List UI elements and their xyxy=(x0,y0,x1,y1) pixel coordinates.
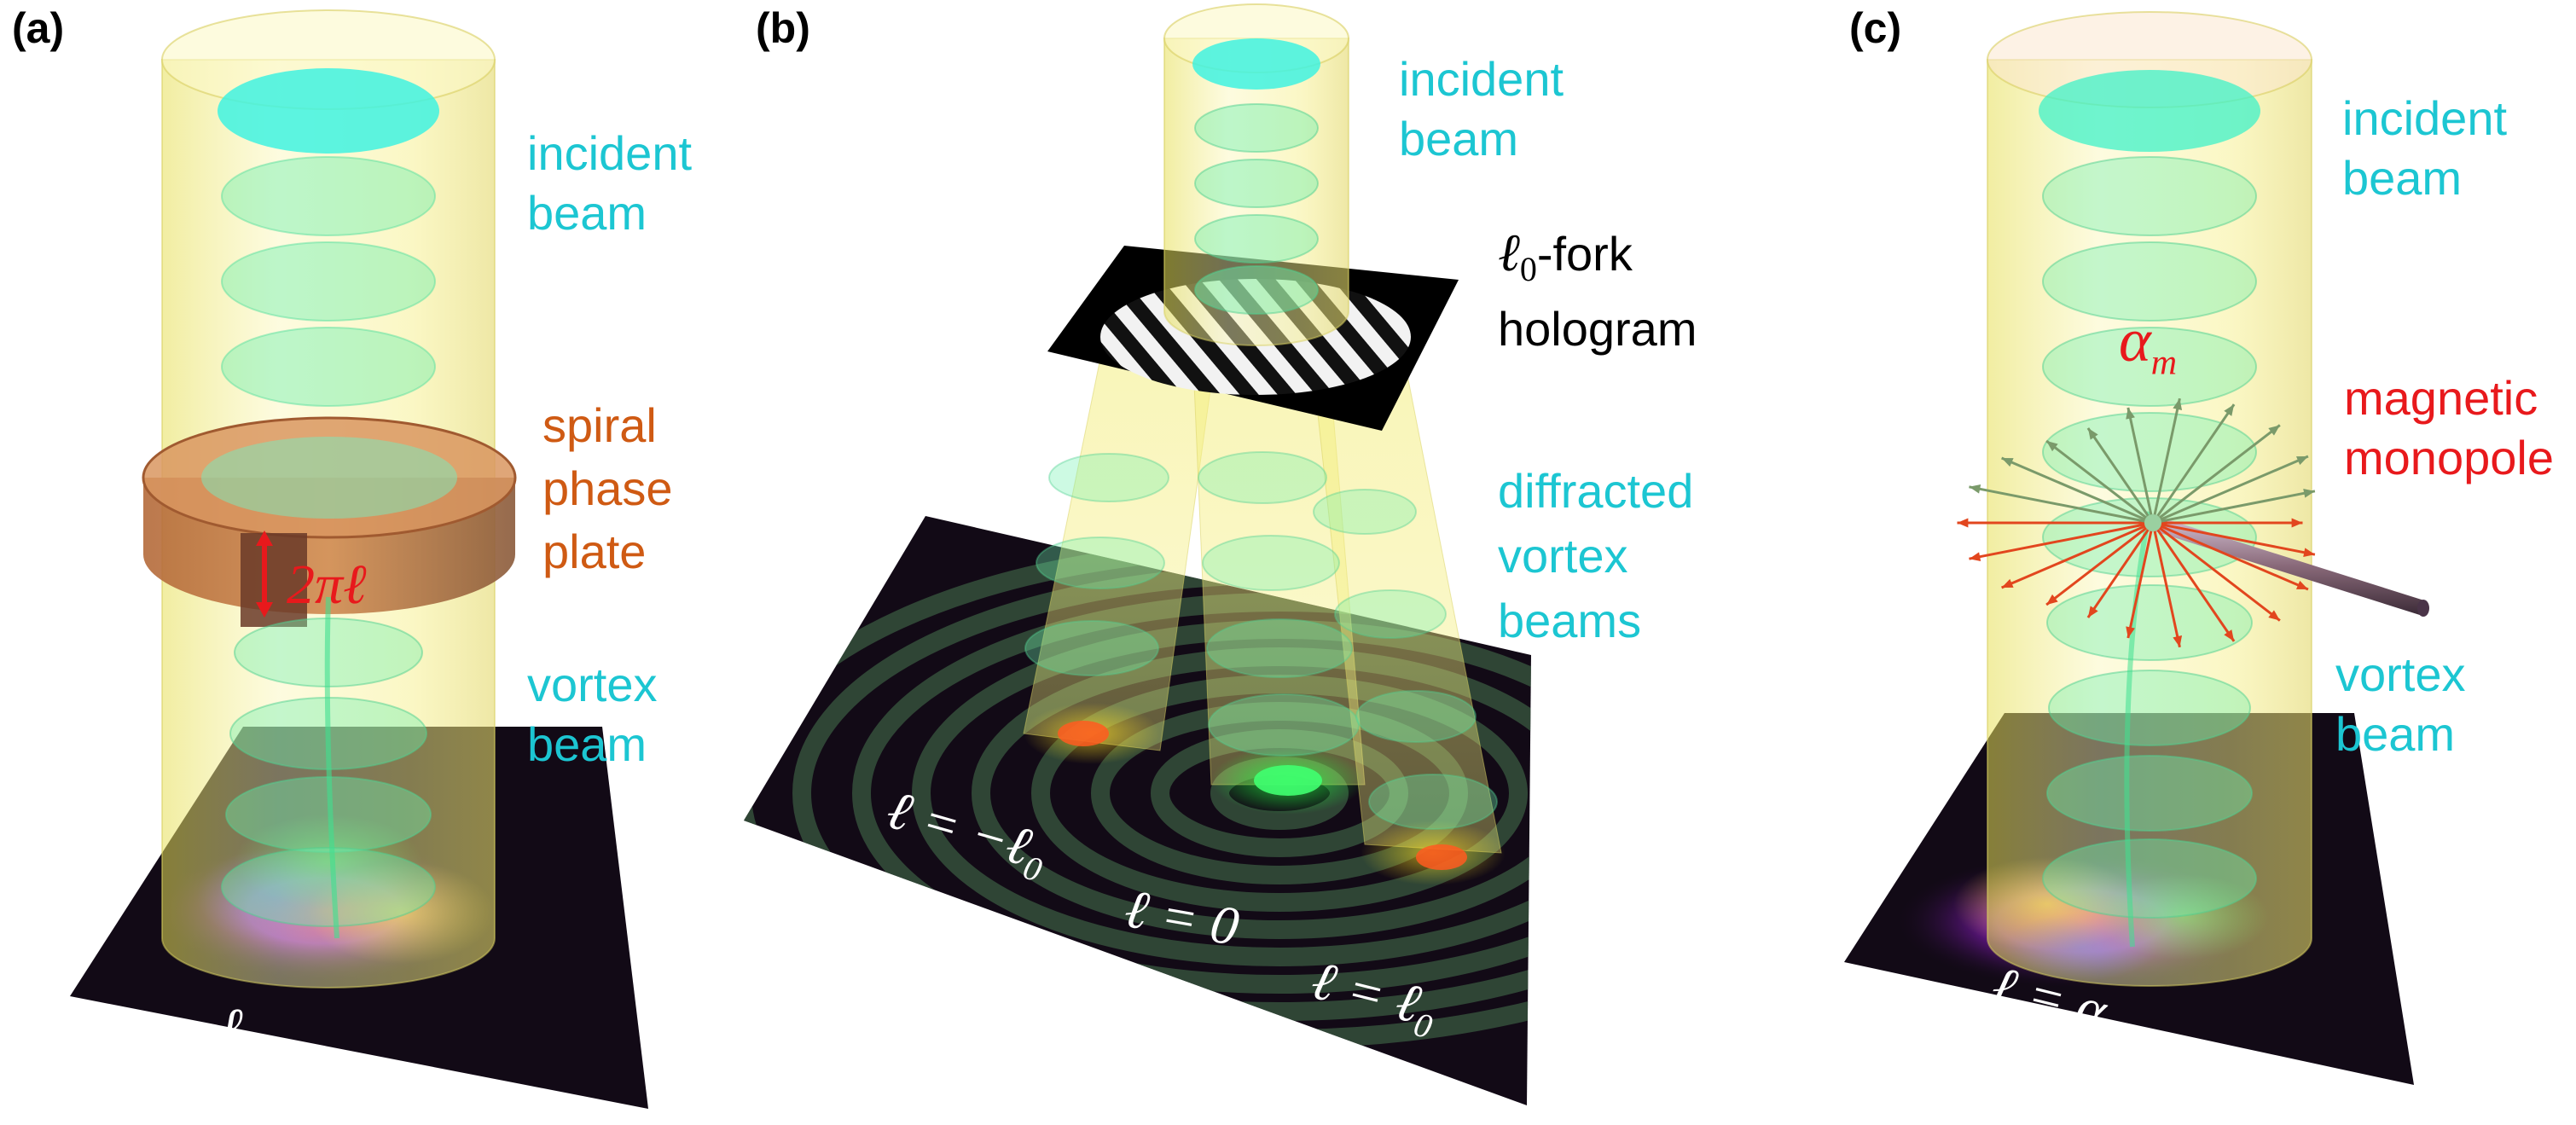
field-arrow-shaft xyxy=(1969,485,2154,525)
hologram-suffix: -fork xyxy=(1536,227,1633,281)
panel-c-drawing xyxy=(1844,11,2429,1085)
panel-b-cylinder xyxy=(1163,38,1349,346)
field-arrow-head xyxy=(1969,484,1981,494)
field-arrow-head xyxy=(2268,425,2280,436)
hologram-symbol: ℓ xyxy=(1498,224,1520,282)
field-arrow-head xyxy=(2001,578,2014,589)
spiral-phase-plate xyxy=(142,416,517,627)
field-arrow-head xyxy=(2291,518,2303,528)
field-arrow-shaft xyxy=(2045,521,2154,606)
panel-a-tag: (a) xyxy=(12,4,65,52)
dirac-string-rod xyxy=(2152,515,2429,617)
field-arrow-head xyxy=(2303,488,2315,498)
field-arrow-shaft xyxy=(2045,439,2154,525)
field-arrow-shaft xyxy=(2152,521,2281,622)
hologram-word: hologram xyxy=(1498,302,1697,357)
field-arrow-head xyxy=(2173,635,2183,647)
field-arrow-head xyxy=(2173,398,2183,410)
field-arrow-shaft xyxy=(2151,522,2236,642)
field-arrow-head xyxy=(2268,610,2280,621)
field-arrow-shaft xyxy=(2001,456,2154,525)
panel-a-mode-label: ℓ xyxy=(220,997,243,1058)
field-arrow-head xyxy=(2046,440,2058,452)
field-arrow-shaft xyxy=(2152,424,2281,525)
field-arrow-head xyxy=(2295,580,2308,589)
field-arrow-head xyxy=(2303,548,2315,558)
field-arrow-shaft xyxy=(2151,397,2181,524)
field-arrow-shaft xyxy=(2151,522,2181,648)
field-arrow-head xyxy=(2224,404,2235,416)
field-arrow-head xyxy=(2087,606,2098,618)
field-arrow-shaft xyxy=(2152,521,2309,591)
panel-a-beam-rings xyxy=(221,156,436,407)
field-arrow-shaft xyxy=(2086,427,2155,524)
field-arrow-shaft xyxy=(2126,407,2155,524)
field-arrow-head xyxy=(1957,518,1969,528)
panel-b-tag: (b) xyxy=(756,4,810,52)
hologram-subscript: 0 xyxy=(1519,250,1537,289)
field-arrow-shaft xyxy=(2001,521,2154,589)
field-arrow-head xyxy=(2087,427,2098,440)
field-arrow-head xyxy=(2126,626,2135,639)
field-arrow-shaft xyxy=(2152,521,2316,556)
field-arrow-shaft xyxy=(2126,522,2155,639)
fork-hologram-label: ℓ0-fork hologram xyxy=(1498,223,1697,359)
field-arrow-shaft xyxy=(2152,490,2316,525)
monopole-charge-label: αm xyxy=(2119,306,2178,383)
field-arrow-head xyxy=(2295,456,2308,466)
phase-step-label: 2πℓ xyxy=(287,554,367,616)
field-arrow-shaft xyxy=(2152,455,2309,525)
panel-a-drawing xyxy=(70,9,648,1109)
panel-c-tag: (c) xyxy=(1849,4,1902,52)
field-arrow-head xyxy=(2126,407,2135,420)
field-arrow-shaft xyxy=(1969,521,2154,560)
field-arrow-head xyxy=(2001,457,2014,467)
field-arrow-head xyxy=(2046,594,2058,606)
field-arrow-shaft xyxy=(2151,403,2236,524)
monopole-field-arrows xyxy=(1957,397,2316,648)
field-arrow-head xyxy=(2224,629,2235,641)
field-arrow-head xyxy=(1969,552,1981,562)
field-arrow-shaft xyxy=(2086,522,2155,618)
